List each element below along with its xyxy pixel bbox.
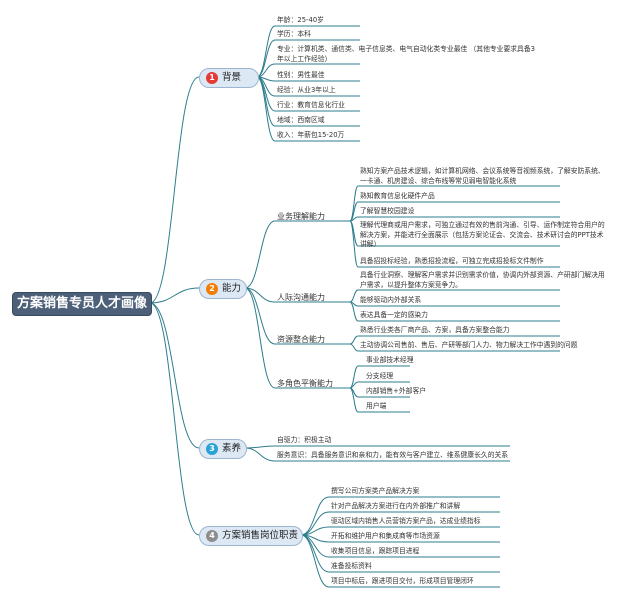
connector-leaf — [349, 343, 359, 352]
ability-leaf: 熟知教育信息化硬件产品 — [360, 192, 435, 200]
connector-sub — [244, 287, 276, 303]
ability-leaf: 事业部技术经理 — [366, 356, 414, 364]
connector-leaf — [349, 387, 359, 413]
connector-leaf — [300, 534, 330, 588]
literacy-leaf: 服务意识：具备服务意识和亲和力，能有效与客户建立、维系健康长久的关系 — [277, 451, 509, 459]
number-badge-3: 3 — [206, 443, 218, 455]
number-badge-4: 4 — [206, 530, 218, 542]
duty-leaf: 驱动区域内销售人员营销方案产品，达成业绩指标 — [331, 517, 481, 525]
connector-leaf — [349, 216, 359, 222]
connector-leaf — [256, 39, 276, 78]
ability-leaf: 主动协调公司售前、售后、产研等部门人力、物力解决工作中遇到的问题 — [360, 341, 578, 349]
connector-leaf — [300, 496, 330, 536]
duty-leaf: 开拓和维护用户和集成商等市场资源 — [331, 532, 440, 540]
sub-multi-role-balance: 多角色平衡能力 — [277, 379, 333, 388]
ability-leaf: 熟悉行业类各厂商产品、方案，具备方案整合能力 — [360, 326, 510, 334]
connector-leaf — [256, 25, 276, 78]
branch-background: 1 背景 — [199, 68, 259, 88]
connector-leaf — [244, 445, 276, 449]
background-income: 收入：年薪包15-20万 — [277, 131, 345, 139]
branch-label: 背景 — [222, 72, 242, 83]
ability-leaf: 了解智慧校园建设 — [360, 207, 415, 215]
literacy-leaf: 自驱力：积极主动 — [277, 436, 332, 444]
background-experience: 经验：从业3年以上 — [277, 86, 336, 94]
duty-leaf: 项目中标后，跟进项目交付，形成项目管理闭环 — [331, 577, 474, 585]
connector-literacy — [149, 302, 200, 449]
background-major: 专业：计算机类、通信类、电子信息类、电气自动化类专业最佳 （其他专业要求具备3年… — [277, 45, 535, 63]
branch-label: 素养 — [222, 443, 242, 454]
number-badge-2: 2 — [206, 283, 218, 295]
branch-ability: 2 能力 — [199, 279, 247, 299]
ability-leaf: 具备招投标经验，熟悉招投流程，可独立完成招投标文件制作 — [360, 257, 544, 265]
branch-label: 能力 — [222, 283, 242, 294]
connector-leaf — [244, 447, 276, 462]
sub-business-understanding: 业务理解能力 — [277, 212, 325, 221]
background-region: 地域：西南区域 — [277, 116, 325, 124]
connector-sub — [244, 287, 276, 345]
connector-ability — [149, 287, 200, 304]
connector-leaf — [256, 76, 276, 142]
connector-leaf — [300, 534, 330, 573]
branch-job-duties: 4 方案销售岗位职责 — [199, 526, 303, 546]
duty-leaf: 针对产品解决方案进行在内外部推广和讲解 — [331, 502, 461, 510]
number-badge-1: 1 — [206, 72, 218, 84]
ability-leaf: 内部销售+外部客户 — [366, 387, 427, 395]
branch-literacy: 3 素养 — [199, 439, 247, 459]
duty-leaf: 收集项目信息，跟踪项目进程 — [331, 547, 420, 555]
ability-leaf: 能够驱动内外部关系 — [360, 296, 422, 304]
duty-leaf: 准备投标资料 — [331, 562, 372, 570]
connector-sub — [244, 220, 276, 289]
background-industry: 行业：教育信息化行业 — [277, 101, 345, 109]
ability-leaf: 表达具备一定的感染力 — [360, 311, 428, 319]
duty-leaf: 撰写公司方案类产品解决方案 — [331, 487, 420, 495]
ability-leaf: 具备行业洞察、理解客户需求并识别需求价值，协调内外部资源、产研部门解决用户需求，… — [360, 271, 605, 289]
connector-leaf — [349, 220, 359, 268]
connector-leaf — [256, 76, 276, 127]
ability-leaf: 用户端 — [366, 402, 387, 410]
connector-background — [149, 76, 200, 304]
central-topic: 方案销售专员人才画像 — [12, 292, 152, 316]
connector-duties — [149, 302, 200, 536]
sub-resource-integration: 资源整合能力 — [277, 335, 325, 344]
connector-sub — [244, 287, 276, 389]
ability-leaf: 理解代理商或用户需求，可独立通过有效的售前沟通、引导、运作制定符合用户的解决方案… — [360, 221, 605, 248]
background-gender: 性别：男性最佳 — [277, 71, 325, 79]
sub-interpersonal-communication: 人际沟通能力 — [277, 293, 325, 302]
background-age: 年龄：25-40岁 — [277, 16, 324, 24]
connector-leaf — [349, 335, 359, 345]
connector-leaf — [349, 289, 359, 303]
branch-label: 方案销售岗位职责 — [222, 530, 299, 541]
ability-leaf: 熟知方案产品技术逻辑，如计算机网络、会议系统等音视频系统，了解安防系统、一卡通、… — [360, 167, 605, 185]
ability-leaf: 分支经理 — [366, 372, 394, 380]
connector-leaf — [349, 301, 359, 322]
background-education: 学历：本科 — [277, 30, 311, 38]
